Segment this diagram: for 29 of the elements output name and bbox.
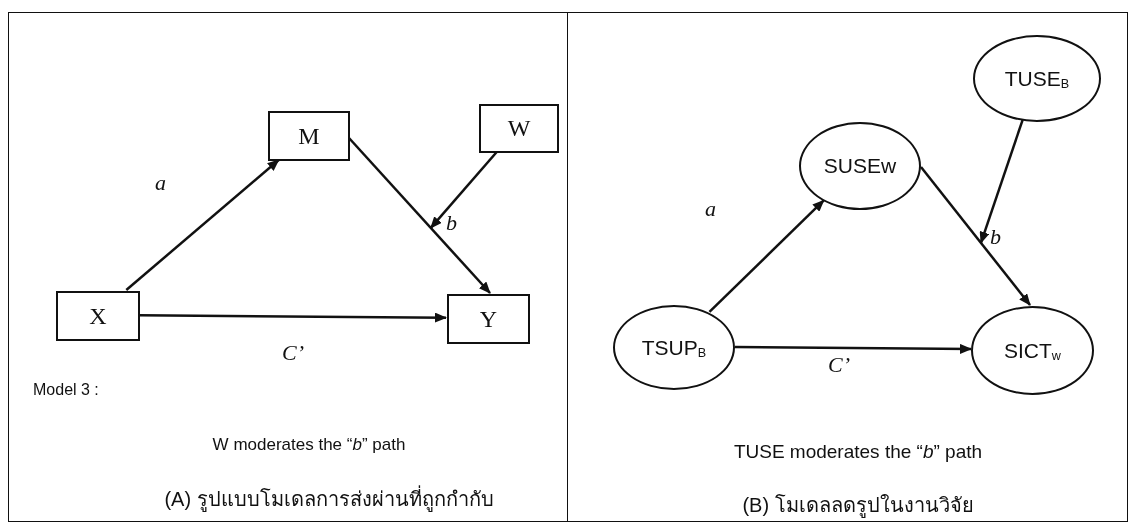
arrow bbox=[348, 137, 491, 294]
arrow bbox=[708, 199, 825, 313]
edge-label: a bbox=[155, 172, 166, 194]
variable-box: Y bbox=[447, 294, 530, 344]
variable-box: X bbox=[56, 291, 140, 341]
arrow bbox=[125, 159, 280, 291]
edge-label: C’ bbox=[828, 354, 850, 376]
variable-box: W bbox=[479, 104, 559, 153]
arrow bbox=[920, 166, 1031, 306]
panel-caption: W moderates the “b” path bbox=[211, 435, 407, 455]
variable-ellipse: TUSE$_{B}$ bbox=[973, 35, 1101, 122]
variable-ellipse: SUSEw bbox=[799, 122, 921, 210]
edge-label: a bbox=[705, 198, 716, 220]
edge-label: b bbox=[990, 226, 1001, 248]
panel-title: (B) โมเดลลดรูปในงานวิจัย bbox=[741, 493, 975, 520]
edge-label: C’ bbox=[282, 342, 304, 364]
variable-ellipse: TSUP$_{B}$ bbox=[613, 305, 735, 390]
model-label: Model 3 : bbox=[33, 381, 100, 399]
panel-frame bbox=[8, 12, 568, 522]
arrow bbox=[735, 343, 972, 354]
panel-caption: TUSE moderates the “b” path bbox=[732, 441, 984, 463]
arrow bbox=[139, 312, 447, 323]
variable-ellipse: SICT$_{w}$ bbox=[971, 306, 1094, 395]
variable-box: M bbox=[268, 111, 350, 161]
edge-label: b bbox=[446, 212, 457, 234]
panel-title: (A) รูปแบบโมเดลการส่งผ่านที่ถูกกำกับ bbox=[69, 483, 589, 515]
panel-frame bbox=[568, 12, 1128, 522]
arrow bbox=[979, 119, 1024, 244]
arrow bbox=[429, 151, 498, 229]
